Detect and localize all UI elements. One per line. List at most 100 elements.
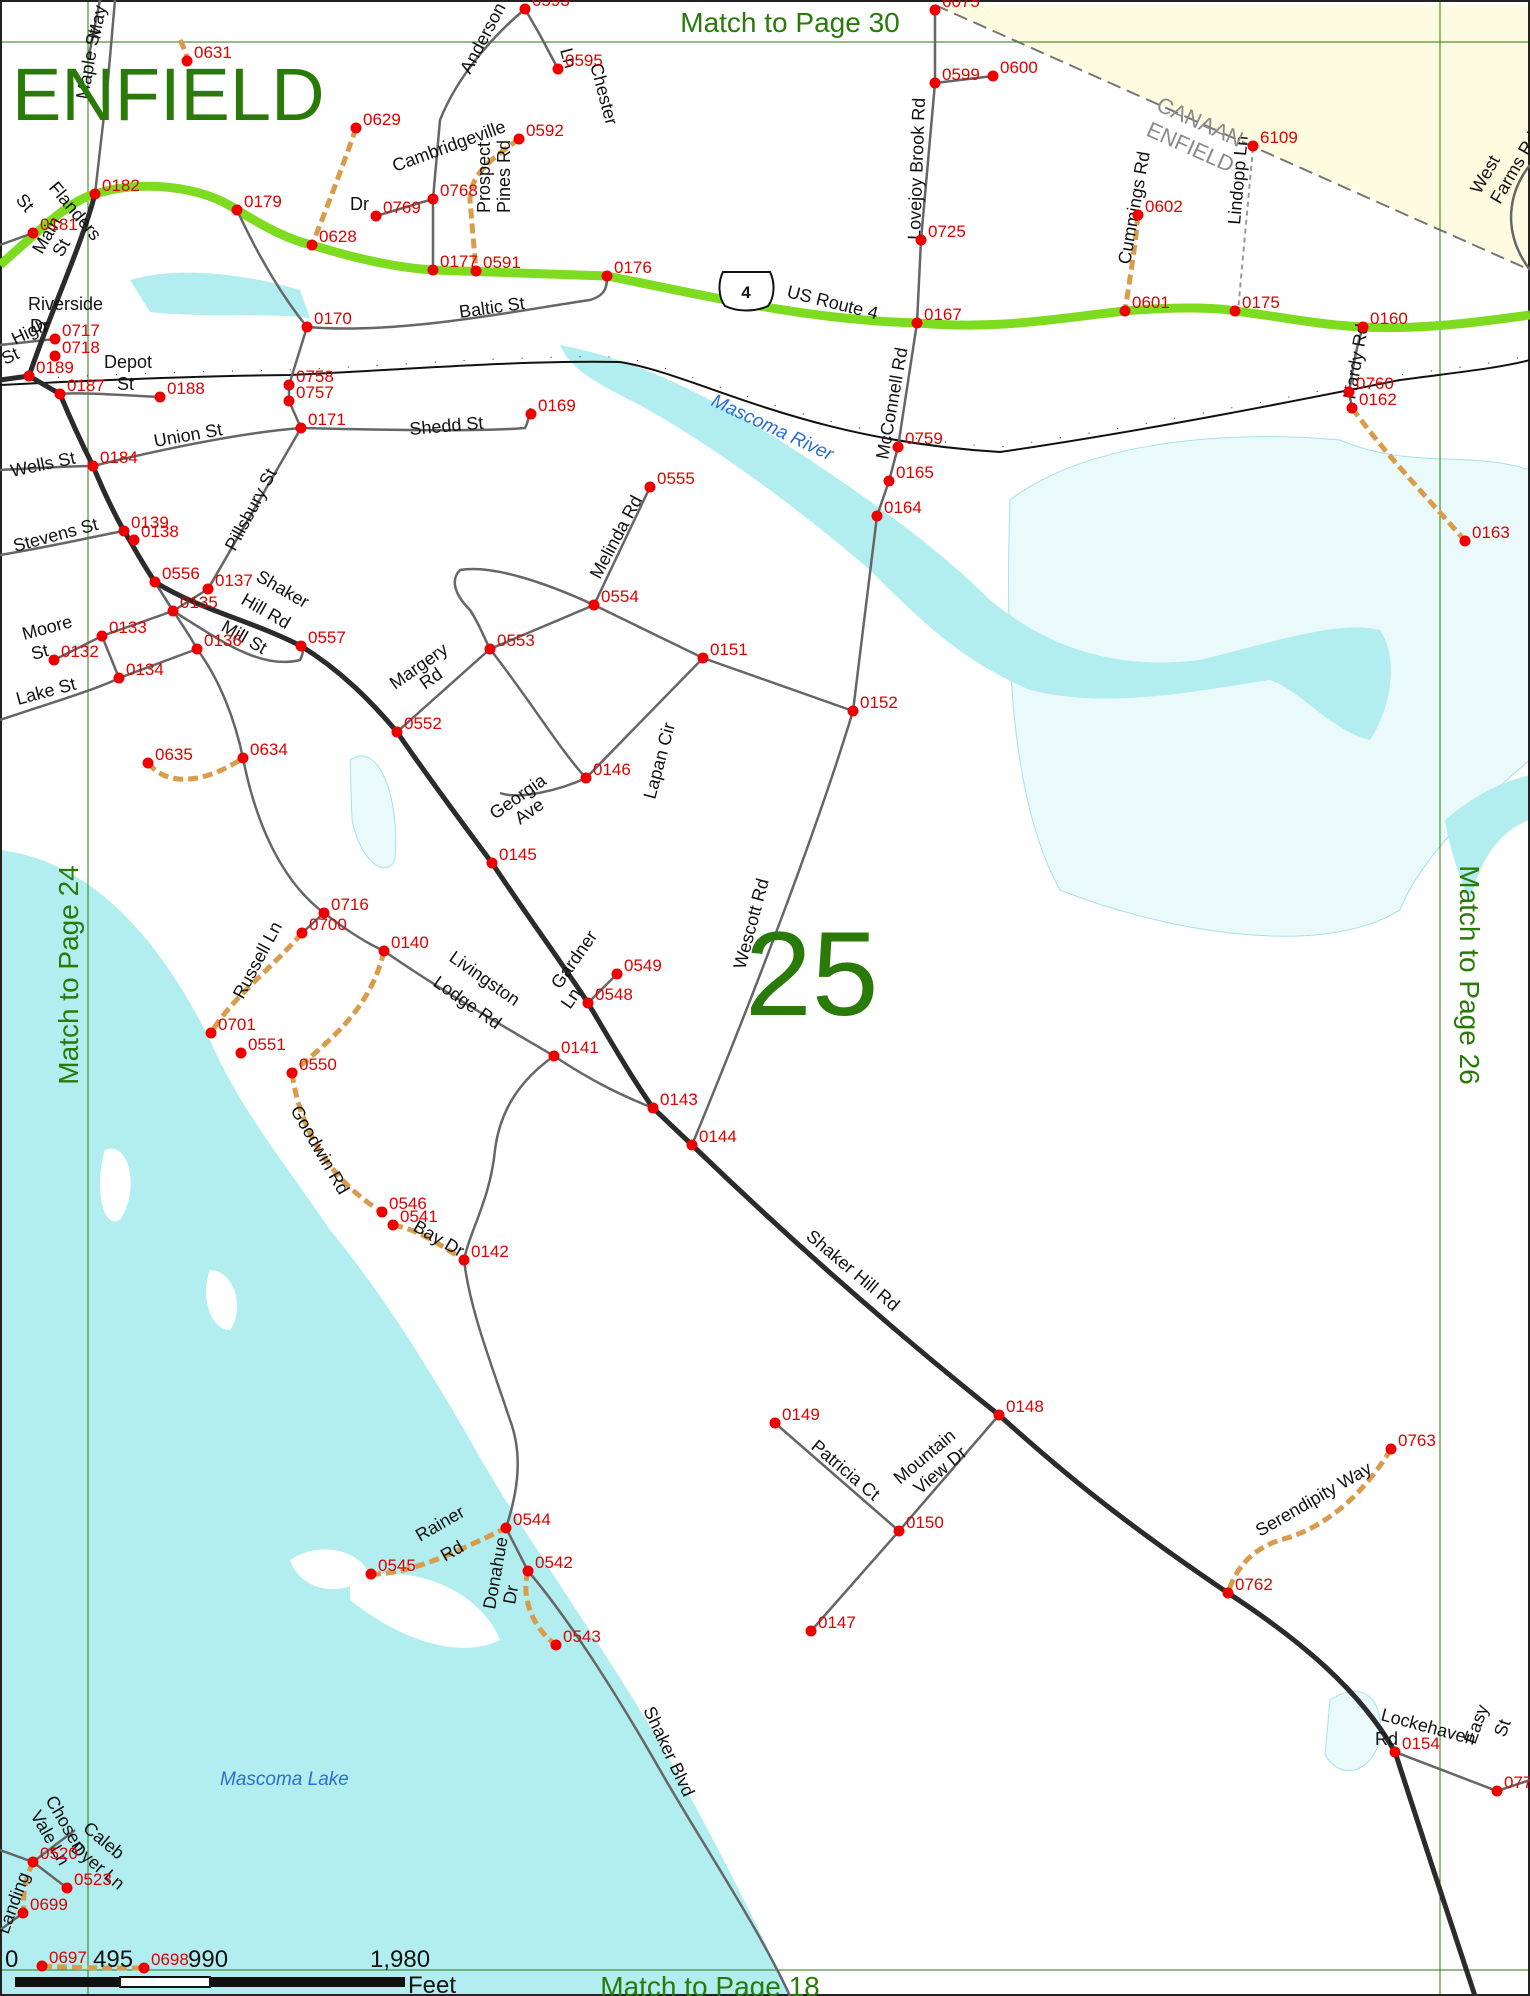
- node-label-0141: 0141: [561, 1038, 599, 1057]
- node-label-0550: 0550: [299, 1055, 337, 1074]
- node-label-0556: 0556: [162, 564, 200, 583]
- scale-label-1980: 1,980: [370, 1946, 430, 1973]
- node-marker-0142: [458, 1254, 470, 1266]
- node-label-0549: 0549: [624, 956, 662, 975]
- road-label-lockehaven-rd-2: Rd: [1375, 1729, 1398, 1749]
- node-marker-0176: [601, 270, 613, 282]
- node-marker-0770: [1491, 1785, 1503, 1797]
- node-label-0171: 0171: [308, 410, 346, 429]
- mascoma-lake: [0, 850, 790, 1996]
- node-label-0763: 0763: [1398, 1431, 1436, 1450]
- node-label-0725: 0725: [928, 222, 966, 241]
- node-label-0544: 0544: [513, 1510, 551, 1529]
- node-marker-0160: [1357, 321, 1369, 333]
- node-label-0552: 0552: [404, 714, 442, 733]
- node-label-0555: 0555: [657, 469, 695, 488]
- node-marker-0550: [286, 1067, 298, 1079]
- node-label-0188: 0188: [167, 379, 205, 398]
- node-label-0184: 0184: [100, 448, 138, 467]
- node-label-0162: 0162: [1359, 390, 1397, 409]
- node-marker-0143: [647, 1102, 659, 1114]
- node-label-0599: 0599: [942, 65, 980, 84]
- node-label-0593: 0593: [532, 0, 570, 10]
- node-marker-0634: [237, 752, 249, 764]
- mascoma-river-main: [560, 345, 1391, 740]
- node-label-0169: 0169: [538, 396, 576, 415]
- node-marker-0170: [301, 321, 313, 333]
- node-label-0181: 0181: [40, 215, 78, 234]
- node-marker-0175: [1229, 305, 1241, 317]
- node-marker-0697: [36, 1960, 48, 1972]
- node-label-0600: 0600: [1000, 58, 1038, 77]
- node-label-0151: 0151: [710, 640, 748, 659]
- node-marker-0762: [1222, 1587, 1234, 1599]
- mascoma-river-east: [1445, 775, 1530, 900]
- node-marker-0163: [1459, 535, 1471, 547]
- node-label-0546: 0546: [389, 1194, 427, 1213]
- node-marker-0557: [295, 640, 307, 652]
- road-label-donahue-dr-2: Dr: [499, 1584, 522, 1606]
- road-label-depot-st-1: Depot: [104, 352, 152, 372]
- node-marker-0544: [500, 1522, 512, 1534]
- node-marker-0150: [893, 1525, 905, 1537]
- node-label-0175: 0175: [1242, 293, 1280, 312]
- node-marker-0134: [113, 672, 125, 684]
- node-label-0592: 0592: [526, 121, 564, 140]
- node-marker-0768: [427, 193, 439, 205]
- scale-label-990: 990: [188, 1946, 228, 1973]
- node-marker-0542: [522, 1565, 534, 1577]
- node-marker-0520: [27, 1856, 39, 1868]
- node-marker-0151: [697, 652, 709, 664]
- node-marker-0171: [295, 422, 307, 434]
- node-label-0136: 0136: [204, 631, 242, 650]
- node-marker-0759: [892, 441, 904, 453]
- node-label-0154: 0154: [1402, 1734, 1440, 1753]
- match-left-label: Match to Page 24: [53, 865, 84, 1084]
- node-label-0147: 0147: [818, 1613, 856, 1632]
- node-label-0717: 0717: [62, 321, 100, 340]
- node-label-0143: 0143: [660, 1090, 698, 1109]
- node-label-0602: 0602: [1145, 197, 1183, 216]
- node-label-0759: 0759: [905, 429, 943, 448]
- wetlands: [349, 436, 1530, 1772]
- node-marker-0628: [306, 239, 318, 251]
- node-marker-0147: [805, 1625, 817, 1637]
- node-marker-0138: [128, 534, 140, 546]
- node-label-0628: 0628: [319, 227, 357, 246]
- scale-bar: 0 495 990 1,980 Feet: [5, 1946, 456, 1996]
- node-marker-0145: [486, 857, 498, 869]
- node-label-0167: 0167: [924, 305, 962, 324]
- node-label-0140: 0140: [391, 933, 429, 952]
- lindopp-ln-path: [1237, 147, 1254, 312]
- node-marker-0600: [987, 70, 999, 82]
- node-marker-0552: [391, 726, 403, 738]
- node-label-0150: 0150: [906, 1513, 944, 1532]
- node-marker-0152: [847, 705, 859, 717]
- node-label-0769: 0769: [383, 198, 421, 217]
- node-label-0545: 0545: [378, 1556, 416, 1575]
- node-marker-0593: [519, 3, 531, 15]
- road-label-cambridgeville-dr-2: Dr: [350, 194, 369, 214]
- node-label-0629: 0629: [363, 110, 401, 129]
- node-label-0177: 0177: [440, 252, 478, 271]
- node-marker-0149: [769, 1417, 781, 1429]
- node-label-0758: 0758: [296, 367, 334, 386]
- node-label-0557: 0557: [308, 628, 346, 647]
- node-label-6109: 6109: [1260, 128, 1298, 147]
- match-bottom-label: Match to Page 18: [600, 1971, 819, 1996]
- node-marker-0167: [911, 317, 923, 329]
- town-line: [934, 4, 1530, 271]
- node-label-0548: 0548: [595, 985, 633, 1004]
- node-label-0149: 0149: [782, 1405, 820, 1424]
- node-marker-0718: [49, 350, 61, 362]
- node-marker-0556: [149, 576, 161, 588]
- node-label-0698: 0698: [151, 1950, 189, 1969]
- node-marker-0181: [27, 227, 39, 239]
- node-label-0135: 0135: [180, 593, 218, 612]
- node-marker-0523: [61, 1882, 73, 1894]
- node-marker-0548: [582, 997, 594, 1009]
- node-label-0170: 0170: [314, 309, 352, 328]
